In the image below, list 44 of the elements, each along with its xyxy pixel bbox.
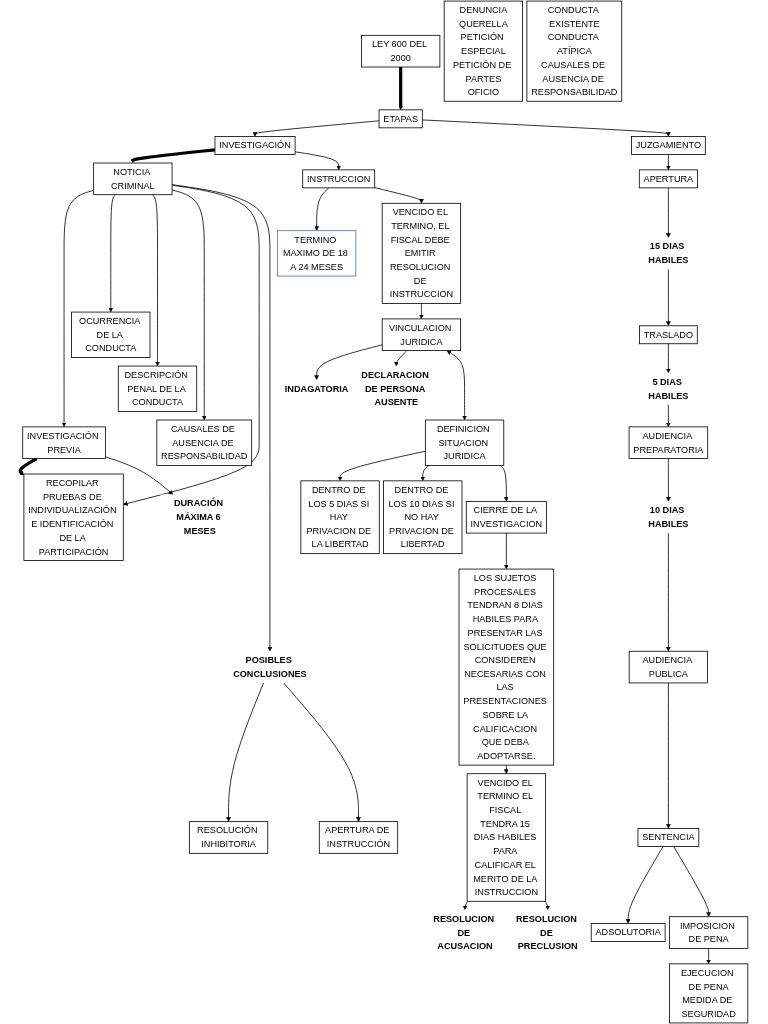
node-box: APERTURA [638, 169, 698, 189]
node-box: CONDUCTA EXISTENTE CONDUCTA ATÍPICA CAUSALES DE AUSENCIA DE RESPONSABILIDAD [526, 0, 623, 102]
node-box: RESOLUCIÓN INHIBITORIA [188, 821, 269, 854]
node-box: JUZGAMIENTO [631, 136, 706, 155]
node-text: 10 DIAS HABILES [648, 505, 689, 530]
node-box: AUDIENCIA PREPARATORIA [628, 426, 709, 459]
node-box: DENTRO DE LOS 10 DIAS SI NO HAY PRIVACION DE LIBERTAD [383, 480, 463, 555]
node-text: DURACIÓN MÁXIMA 6 MESES [173, 498, 224, 536]
node-box: IMPOSICION DE PENA [669, 916, 749, 949]
node-text: 5 DIAS HABILES [648, 376, 689, 401]
node-box: CIERRE DE LA INVESTIGACION [465, 501, 547, 534]
node-text: 15 DIAS HABILES [648, 241, 689, 266]
node-box: VINCULACION JURIDICA [381, 318, 462, 351]
node-text: INDAGATORIA [284, 383, 349, 394]
node-box: DEFINICION SITUACION JURIDICA [424, 419, 505, 466]
node-box: NOTICIA CRIMINAL [93, 162, 173, 196]
node-text: POSIBLES CONCLUSIONES [233, 655, 307, 679]
node-box: DESCRIPCIÓN PENAL DE LA CONDUCTA [117, 365, 198, 412]
node-box: INSTRUCCION [302, 169, 376, 189]
node-text: RESOLUCION DE PRECLUSION [516, 913, 578, 952]
node-box: ADSOLUTORIA [590, 923, 666, 942]
node-box: APERTURA DE INSTRUCCIÓN [318, 821, 399, 854]
node-box: INVESTIGACIÓN PREVIA [22, 426, 106, 459]
arrow [18, 457, 38, 476]
node-box: DENTRO DE LOS 5 DIAS SI HAY PRIVACION DE LA LIBERTAD [300, 480, 380, 555]
node-box: ETAPAS [378, 109, 423, 129]
node-box: TRASLADO [639, 325, 698, 345]
node-box: VENCIDO EL TERMINO, EL FISCAL DEBE EMITIR RESOLUCION DE INSTRUCCION [381, 202, 462, 304]
node-box: RECOPILAR PRUEBAS DE INDIVIDUALIZACIÓN E IDENTIFICACIÓN DE LA PARTICIPACIÓN [23, 473, 124, 561]
arrow [130, 148, 216, 164]
node-box: INVESTIGACIÓN [214, 136, 296, 155]
node-box: DENUNCIA QUERELLA PETICIÓN ESPECIAL PETICIÓN DE PARTES OFICIO [443, 0, 523, 102]
node-box: LEY 600 DEL 2000 [361, 34, 441, 68]
node-text: RESOLUCION DE ACUSACION [433, 913, 495, 952]
node-box: OCURRENCIA DE LA CONDUCTA [71, 311, 151, 358]
node-box: SENTENCIA [637, 828, 700, 847]
node-box: CAUSALES DE AUSENCIA DE RESPONSABILIDAD [156, 419, 253, 466]
node-box: EJECUCION DE PENA MEDIDA DE SEGURIDAD [669, 963, 749, 1024]
node-box: LOS SUJETOS PROCESALES TENDRAN 8 DIAS HABILES PARA PRESENTAR LAS SOLICITUDES QUE CONSIDEREN NECESARIAS CON LAS PRESENTACIONES SOBRE LA CALIFICACION QUE DEBA ADOPTARSE. [458, 568, 555, 766]
node-box: AUDIENCIA PUBLICA [628, 650, 708, 684]
node-text: DECLARACION DE PERSONA AUSENTE [361, 369, 429, 408]
node-box: VENCIDO EL TERMINO EL FISCAL TENDRA 15 DIAS HABILES PARA CALIFICAR EL MERITO DE LA INSTRUCCION [466, 773, 546, 902]
arrow [398, 67, 404, 111]
node-box: TERMINO MAXIMO DE 18 A 24 MESES [277, 230, 357, 277]
